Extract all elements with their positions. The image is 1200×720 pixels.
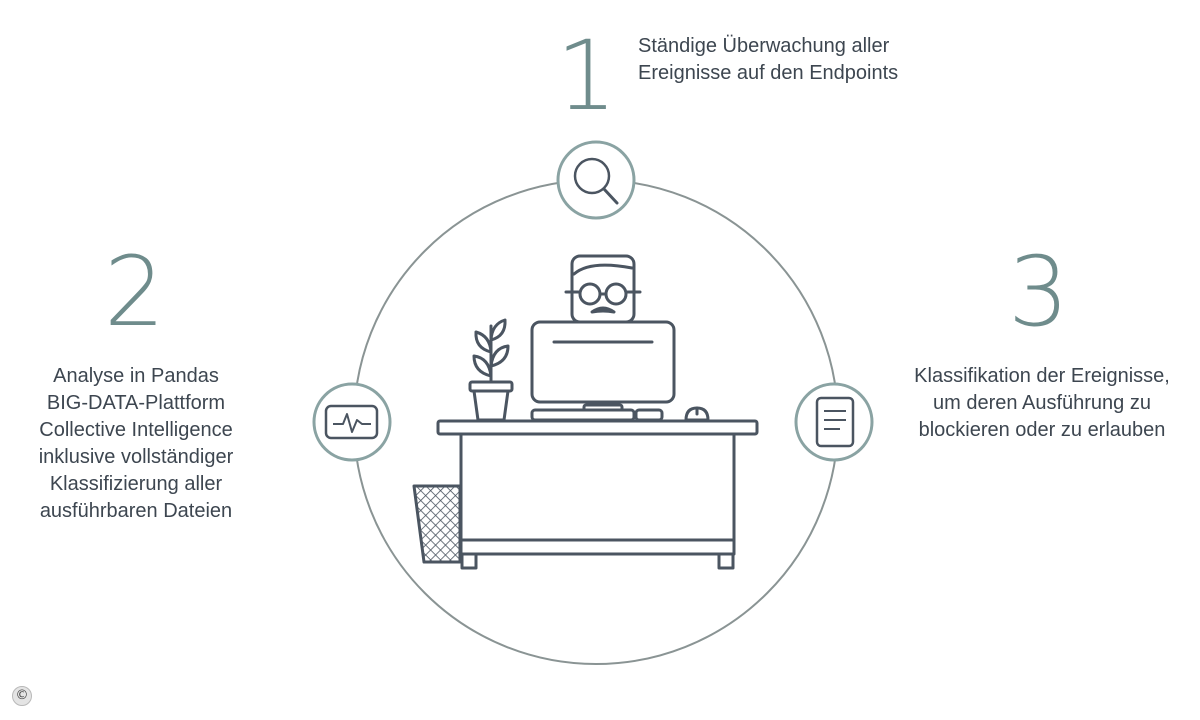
step-2-description: Analyse in Pandas BIG-DATA-Plattform Col… <box>38 365 234 522</box>
step-3-description: Klassifikation der Ereignisse, um deren … <box>914 365 1170 441</box>
document-icon <box>794 382 874 462</box>
step-2-number: 2 <box>104 236 166 348</box>
waste-basket <box>412 484 462 564</box>
magnifier-icon <box>556 140 636 220</box>
copyright-badge: © <box>12 686 32 706</box>
computer-mouse <box>684 406 710 422</box>
step-1-description: Ständige Überwachung aller Ereignisse au… <box>638 35 899 84</box>
potted-plant <box>468 318 514 422</box>
desk-top <box>436 419 759 436</box>
activity-monitor-icon <box>312 382 392 462</box>
person-head <box>564 254 642 324</box>
desk-body <box>459 432 736 570</box>
step-3-number: 3 <box>1008 236 1070 348</box>
analyst-at-desk-illustration <box>436 254 759 570</box>
monitor <box>530 320 676 416</box>
step-1-number: 1 <box>556 20 618 132</box>
keyboard <box>530 408 664 422</box>
